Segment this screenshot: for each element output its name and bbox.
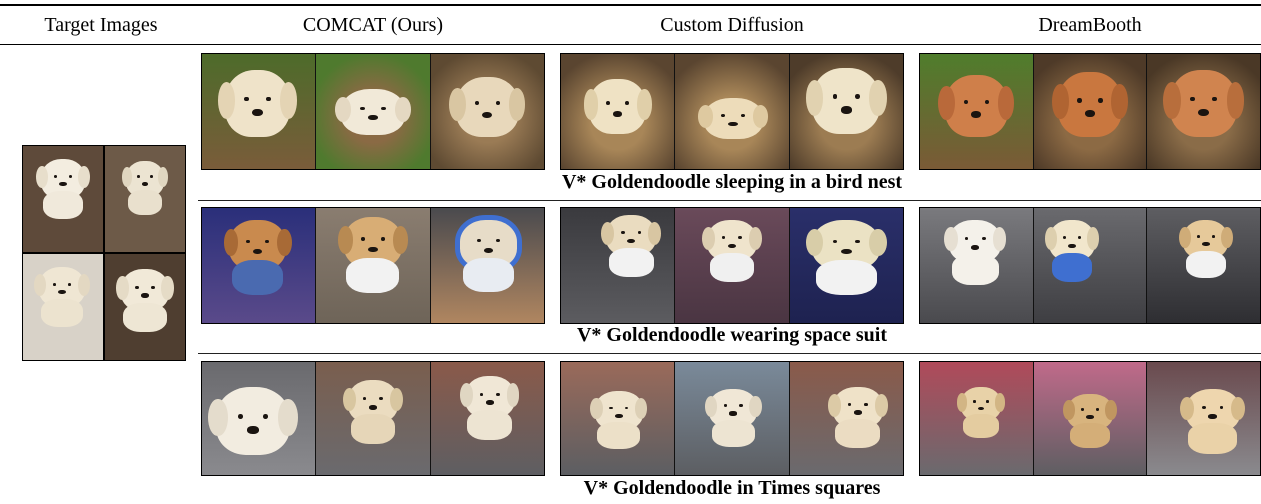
generated-image xyxy=(788,54,903,169)
comcat-space-strip xyxy=(201,207,545,324)
header-rule xyxy=(0,44,1261,45)
target-image xyxy=(23,146,103,252)
generated-image xyxy=(1146,54,1260,169)
generated-image xyxy=(1032,54,1147,169)
generated-image xyxy=(920,54,1033,169)
generated-image xyxy=(429,54,544,169)
target-image xyxy=(105,146,185,252)
header-target-images: Target Images xyxy=(44,14,158,36)
target-image xyxy=(105,254,185,360)
generated-image xyxy=(920,208,1033,323)
generated-image xyxy=(202,362,316,475)
generated-image xyxy=(1032,208,1147,323)
generated-image xyxy=(1032,362,1147,475)
generated-image xyxy=(788,362,903,475)
target-images-grid xyxy=(22,145,186,361)
dreambooth-space-strip xyxy=(919,207,1261,324)
header-dreambooth: DreamBooth xyxy=(1038,14,1142,36)
generated-image xyxy=(561,362,675,475)
custom-diffusion-nest-strip xyxy=(560,53,904,170)
generated-image xyxy=(429,362,544,475)
generated-image xyxy=(674,362,789,475)
header-custom-diffusion: Custom Diffusion xyxy=(660,14,804,36)
top-rule xyxy=(0,4,1261,6)
generated-image xyxy=(202,208,316,323)
generated-image xyxy=(1146,208,1260,323)
generated-image xyxy=(674,54,789,169)
comcat-times-square-strip xyxy=(201,361,545,476)
generated-image xyxy=(315,54,430,169)
generated-image xyxy=(788,208,903,323)
target-image xyxy=(23,254,103,360)
generated-image xyxy=(920,362,1033,475)
generated-image xyxy=(1146,362,1260,475)
row-separator xyxy=(198,353,1261,354)
generated-image xyxy=(315,362,430,475)
header-comcat: COMCAT (Ours) xyxy=(302,14,444,36)
generated-image xyxy=(561,208,675,323)
row-caption: V* Goldendoodle in Times squares xyxy=(583,477,881,499)
generated-image xyxy=(674,208,789,323)
dreambooth-nest-strip xyxy=(919,53,1261,170)
row-separator xyxy=(198,200,1261,201)
dreambooth-times-square-strip xyxy=(919,361,1261,476)
generated-image xyxy=(202,54,316,169)
generated-image xyxy=(429,208,544,323)
row-caption: V* Goldendoodle sleeping in a bird nest xyxy=(561,171,903,193)
custom-diffusion-times-square-strip xyxy=(560,361,904,476)
row-caption: V* Goldendoodle wearing space suit xyxy=(576,324,888,346)
comcat-nest-strip xyxy=(201,53,545,170)
generated-image xyxy=(561,54,675,169)
custom-diffusion-space-strip xyxy=(560,207,904,324)
generated-image xyxy=(315,208,430,323)
